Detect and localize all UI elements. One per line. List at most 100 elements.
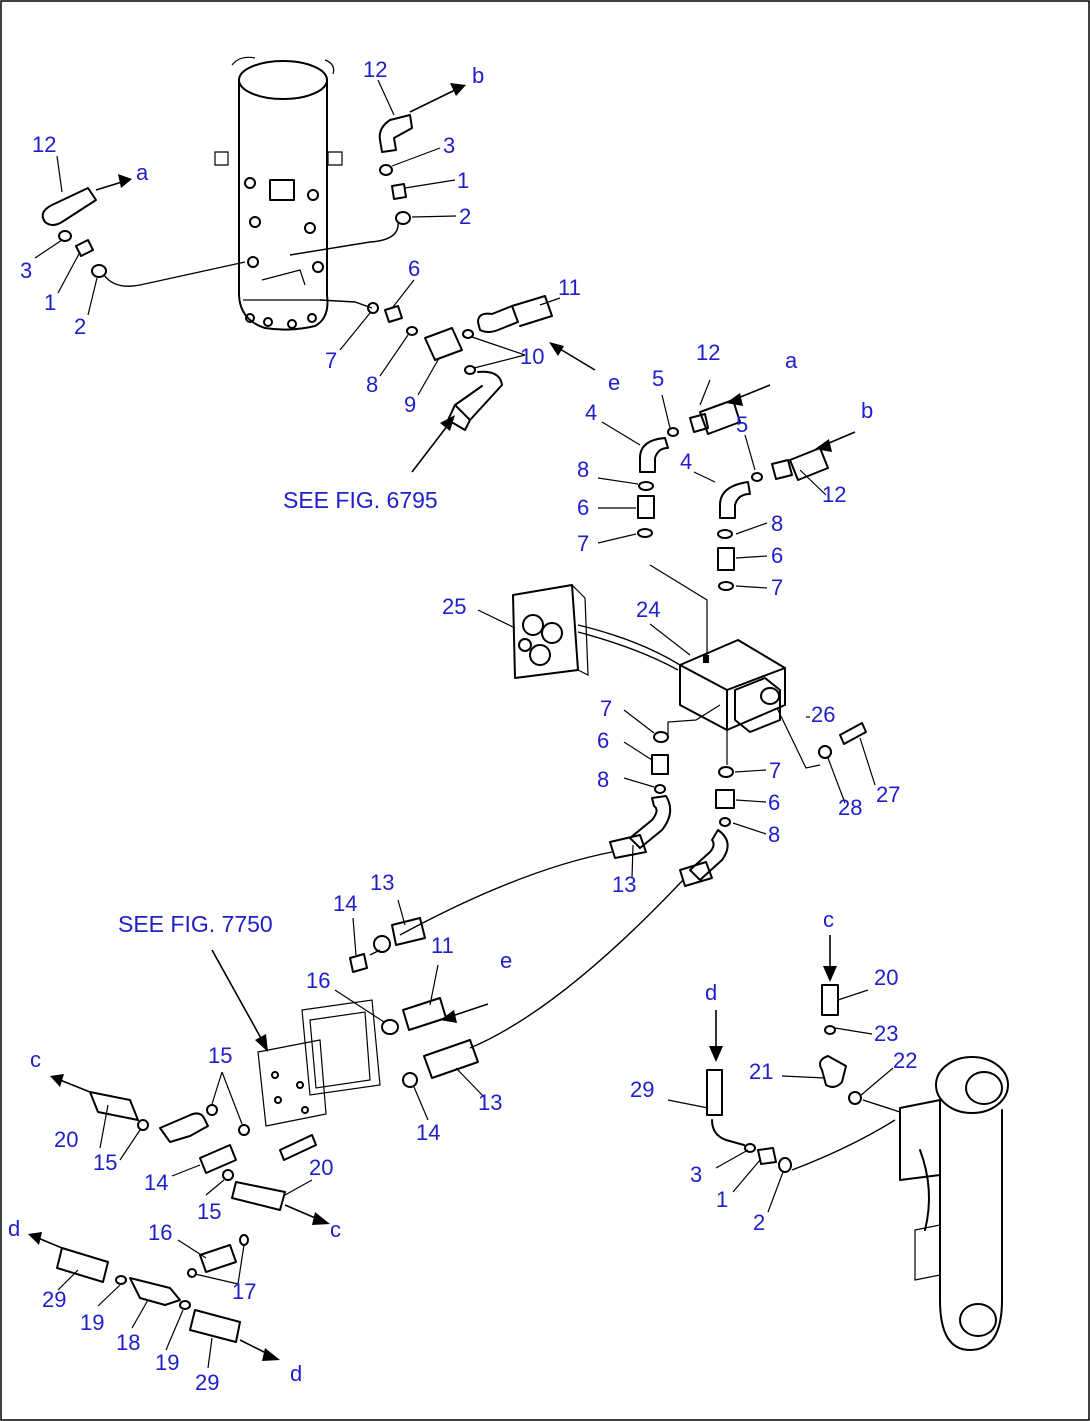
callout-a: a — [785, 348, 798, 373]
fittings-16-29-d — [56, 1234, 249, 1343]
callout-4: 4 — [585, 400, 597, 425]
callout-17: 17 — [232, 1279, 256, 1304]
callout-13: 13 — [612, 872, 636, 897]
solenoid-valve — [649, 564, 786, 733]
callout-15: 15 — [208, 1043, 232, 1068]
fittings-cylinder — [706, 984, 901, 1173]
callout-e: e — [500, 948, 512, 973]
fitting-group-a-left — [41, 187, 246, 287]
callout-14: 14 — [144, 1170, 168, 1195]
callout-5: 5 — [652, 366, 664, 391]
fitting-group-b-top — [289, 114, 413, 256]
callout-12: 12 — [363, 57, 387, 82]
callout-26: 26 — [811, 702, 835, 727]
callout-19: 19 — [80, 1310, 104, 1335]
callout-16: 16 — [306, 968, 330, 993]
callout-23: 23 — [874, 1021, 898, 1046]
callout-14: 14 — [333, 891, 357, 916]
callout-8: 8 — [366, 372, 378, 397]
connector-plug — [512, 584, 681, 679]
callout-6: 6 — [408, 256, 420, 281]
callout-7: 7 — [577, 531, 589, 556]
callout-d: d — [290, 1361, 302, 1386]
callout-20: 20 — [54, 1127, 78, 1152]
fittings-15-20-c — [89, 1091, 286, 1211]
callout-2: 2 — [459, 204, 471, 229]
callout-3: 3 — [443, 133, 455, 158]
fitting-group-valve-right — [469, 730, 735, 1049]
callout-3: 3 — [20, 258, 32, 283]
see-fig-6795: SEE FIG. 6795 — [283, 487, 438, 513]
callout-11: 11 — [431, 933, 454, 958]
callout-7: 7 — [600, 696, 612, 721]
callout-13: 13 — [370, 870, 394, 895]
fitting-group-e — [319, 295, 553, 431]
callout-11: 11 — [558, 275, 581, 300]
callout-7: 7 — [325, 348, 337, 373]
callout-15: 15 — [197, 1199, 221, 1224]
callout-12: 12 — [32, 132, 56, 157]
callout-8: 8 — [597, 767, 609, 792]
callout-c: c — [330, 1217, 341, 1242]
callout-27: 27 — [876, 782, 900, 807]
callout-20: 20 — [309, 1155, 333, 1180]
callout-29: 29 — [42, 1287, 66, 1312]
fitting-group-right-b — [717, 447, 829, 591]
callout-25: 25 — [442, 594, 466, 619]
callout-9: 9 — [404, 392, 416, 417]
callout-7: 7 — [769, 758, 781, 783]
callout-e: e — [608, 370, 620, 395]
callout-a: a — [136, 160, 149, 185]
callout-29: 29 — [630, 1077, 654, 1102]
callout-1: 1 — [457, 168, 469, 193]
callout-18: 18 — [116, 1330, 140, 1355]
callout-c: c — [823, 907, 834, 932]
callout-14: 14 — [416, 1120, 440, 1145]
callout-b: b — [472, 63, 484, 88]
callout-20: 20 — [874, 965, 898, 990]
callout-6: 6 — [771, 543, 783, 568]
callout-1: 1 — [44, 290, 56, 315]
callout-12: 12 — [696, 340, 720, 365]
callout-2: 2 — [74, 314, 86, 339]
callout-8: 8 — [771, 511, 783, 536]
callout-21: 21 — [749, 1059, 773, 1084]
callout-16: 16 — [148, 1220, 172, 1245]
callout-b: b — [861, 398, 873, 423]
callout-6: 6 — [597, 728, 609, 753]
callout-8: 8 — [577, 457, 589, 482]
callout-1: 1 — [716, 1187, 728, 1212]
callout-3: 3 — [690, 1162, 702, 1187]
callout-10: 10 — [520, 344, 544, 369]
fitting-group-right-a — [637, 399, 741, 538]
callout-5: 5 — [736, 412, 748, 437]
callout-19: 19 — [155, 1350, 179, 1375]
callout-12: 12 — [822, 482, 846, 507]
callout-6: 6 — [768, 790, 780, 815]
leader-lines — [34, 79, 894, 1369]
see-figure-references: SEE FIG. 6795 SEE FIG. 7750 — [118, 487, 438, 937]
callout-c: c — [30, 1047, 41, 1072]
callout-d: d — [8, 1216, 20, 1241]
callout-28: 28 — [838, 795, 862, 820]
cylinder — [899, 1056, 1009, 1351]
callout-4: 4 — [680, 449, 692, 474]
bulkhead-plate — [257, 999, 381, 1161]
callout-8: 8 — [768, 822, 780, 847]
callout-6: 6 — [577, 495, 589, 520]
callout-29: 29 — [195, 1370, 219, 1395]
bolt-washer — [776, 707, 867, 769]
callouts: 12 a 3 1 2 12 b 3 1 2 6 7 8 9 10 11 e 12… — [8, 57, 917, 1395]
fitting-group-valve-left — [399, 704, 721, 936]
callout-7: 7 — [771, 575, 783, 600]
callout-13: 13 — [478, 1090, 502, 1115]
callout-15: 15 — [93, 1150, 117, 1175]
flow-arrows — [28, 83, 856, 1361]
callout-24: 24 — [636, 597, 660, 622]
see-fig-7750: SEE FIG. 7750 — [118, 911, 273, 937]
callout-d: d — [705, 980, 717, 1005]
swivel-joint — [214, 56, 343, 331]
callout-2: 2 — [753, 1210, 765, 1235]
